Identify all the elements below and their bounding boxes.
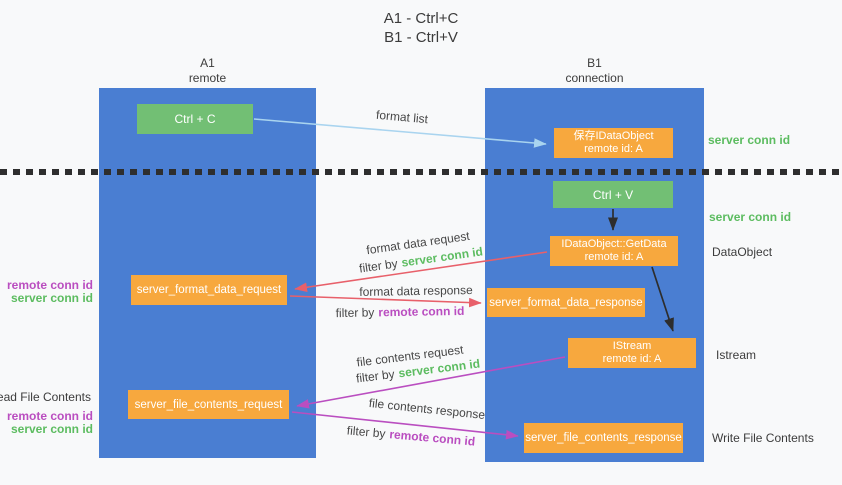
remote-conn-id-text: remote conn id	[378, 303, 465, 320]
node-server-format-data-response: server_format_data_response	[487, 288, 645, 317]
node-istream: IStream remote id: A	[568, 338, 696, 368]
lane-b-name: B1	[587, 56, 602, 70]
lane-a-header: A1 remote	[99, 56, 316, 86]
lane-b-header: B1 connection	[485, 56, 704, 86]
label-format-list: format list	[375, 107, 429, 127]
machine-boundary-dotted-line	[0, 169, 842, 175]
node-server-file-contents-request: server_file_contents_request	[128, 390, 289, 419]
remote-conn-id-text: remote conn id	[388, 427, 476, 449]
side-server-conn-id-1: server conn id	[10, 291, 93, 305]
lane-b-role: connection	[565, 71, 624, 85]
node-format-response-label: server_format_data_response	[489, 296, 643, 309]
filter-by-text: filter by	[346, 423, 387, 441]
node-save-idataobject-line1: 保存IDataObject	[573, 130, 654, 142]
label-file-contents-response: file contents response	[368, 395, 486, 423]
side-remote-conn-id-2: remote conn id	[6, 409, 93, 423]
node-istream-line1: IStream	[612, 340, 652, 352]
label-format-data-response: format data response	[359, 283, 473, 299]
node-ctrl-v-label: Ctrl + V	[592, 187, 634, 202]
side-remote-conn-id-1: remote conn id	[6, 278, 93, 292]
filter-by-text: filter by	[335, 305, 375, 321]
side-istream: Istream	[716, 348, 757, 362]
node-ctrl-c: Ctrl + C	[137, 104, 253, 134]
side-server-conn-id-2: server conn id	[10, 422, 93, 436]
node-istream-line2: remote id: A	[602, 353, 662, 365]
node-save-idataobject-line2: remote id: A	[584, 143, 643, 155]
side-read-file-contents: Read File Contents	[0, 390, 91, 404]
filter-by-text: filter by	[358, 256, 399, 276]
node-server-file-contents-response: server_file_contents_response	[524, 423, 683, 453]
filter-by-text: filter by	[355, 366, 396, 386]
diagram-title: A1 - Ctrl+C B1 - Ctrl+V	[0, 9, 842, 47]
title-line-2: B1 - Ctrl+V	[384, 29, 458, 46]
lane-a-role: remote	[188, 71, 227, 85]
node-ctrl-c-label: Ctrl + C	[174, 112, 216, 126]
node-file-request-label: server_file_contents_request	[134, 398, 283, 411]
node-file-response-label: server_file_contents_response	[525, 432, 682, 444]
node-ctrl-v: Ctrl + V	[553, 181, 673, 208]
side-dataobject: DataObject	[712, 245, 773, 259]
node-save-idataobject: 保存IDataObject remote id: A	[554, 128, 673, 158]
side-write-file-contents: Write File Contents	[712, 431, 814, 445]
lane-a-name: A1	[200, 56, 215, 70]
node-idataobject-getdata: IDataObject::GetData remote id: A	[550, 236, 678, 266]
title-line-1: A1 - Ctrl+C	[383, 10, 459, 27]
side-server-conn-id-top: server conn id	[708, 133, 791, 147]
node-getdata-line1: IDataObject::GetData	[561, 238, 667, 250]
node-format-request-label: server_format_data_request	[136, 284, 282, 296]
node-getdata-line2: remote id: A	[584, 251, 644, 263]
node-server-format-data-request: server_format_data_request	[131, 275, 287, 305]
side-server-conn-id-mid: server conn id	[709, 210, 792, 224]
